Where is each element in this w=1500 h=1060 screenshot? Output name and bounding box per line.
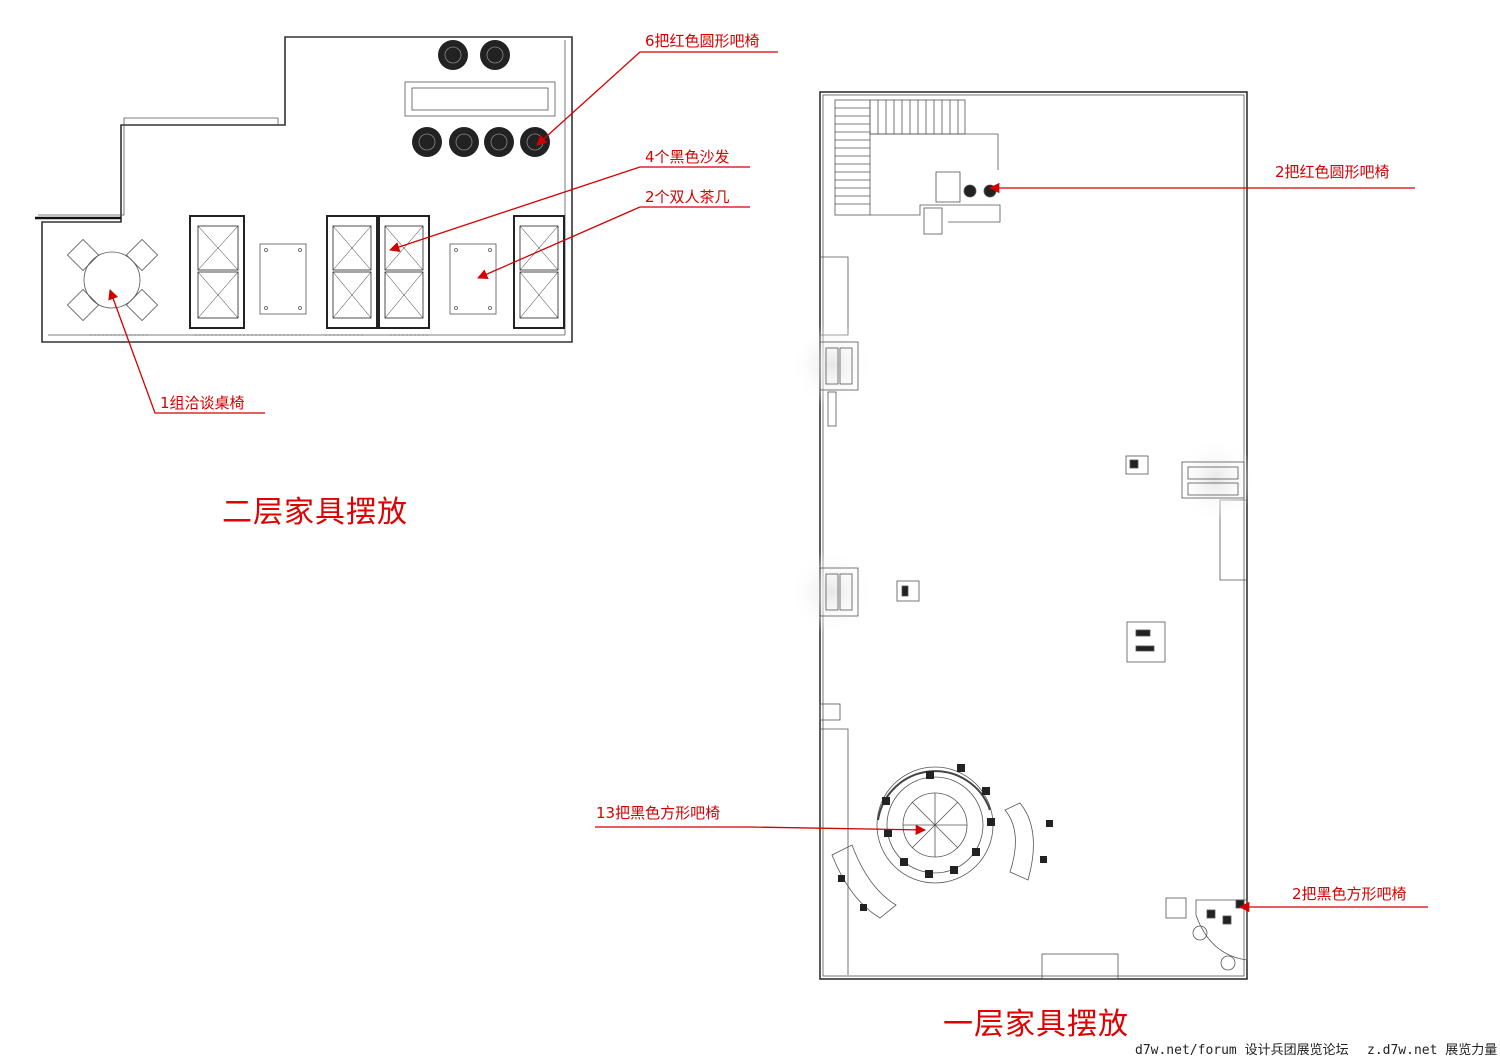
second-floor-plan bbox=[35, 36, 778, 414]
first-floor-plan bbox=[595, 91, 1428, 980]
kitchen-bar bbox=[923, 171, 997, 235]
label-second-floor-red-round-stools: 6把红色圆形吧椅 bbox=[645, 32, 760, 50]
corner-bar bbox=[1165, 897, 1248, 971]
meeting-table-set bbox=[66, 238, 159, 322]
second-floor-title: 二层家具摆放 bbox=[222, 495, 408, 530]
curved-benches bbox=[831, 802, 1034, 919]
second-floor-walls bbox=[41, 36, 573, 343]
label-second-floor-black-sofas: 4个黑色沙发 bbox=[645, 148, 730, 166]
round-bar-stools bbox=[412, 40, 550, 157]
watermark-left: d7w.net/forum 设计兵团展览论坛 bbox=[1135, 1042, 1349, 1058]
sofas bbox=[189, 215, 565, 329]
bar-stools-round bbox=[882, 764, 995, 878]
watermark-right: z.d7w.net 展览力量 bbox=[1367, 1042, 1497, 1058]
staircase bbox=[834, 99, 1001, 223]
round-bar bbox=[876, 766, 994, 884]
first-floor-title: 一层家具摆放 bbox=[943, 1007, 1129, 1042]
bar-counter bbox=[404, 81, 556, 117]
first-floor-walls bbox=[819, 91, 1248, 980]
display-units bbox=[896, 455, 1166, 663]
label-first-floor-black-square-stools-2: 2把黑色方形吧椅 bbox=[1292, 885, 1407, 903]
tea-tables bbox=[259, 243, 497, 315]
label-first-floor-red-round-stools: 2把红色圆形吧椅 bbox=[1275, 163, 1390, 181]
label-second-floor-double-tea-tables: 2个双人茶几 bbox=[645, 188, 730, 206]
label-first-floor-black-square-stools-13: 13把黑色方形吧椅 bbox=[596, 804, 720, 822]
label-second-floor-meeting-set: 1组洽谈桌椅 bbox=[160, 394, 245, 412]
booth-sofas bbox=[819, 341, 1245, 617]
